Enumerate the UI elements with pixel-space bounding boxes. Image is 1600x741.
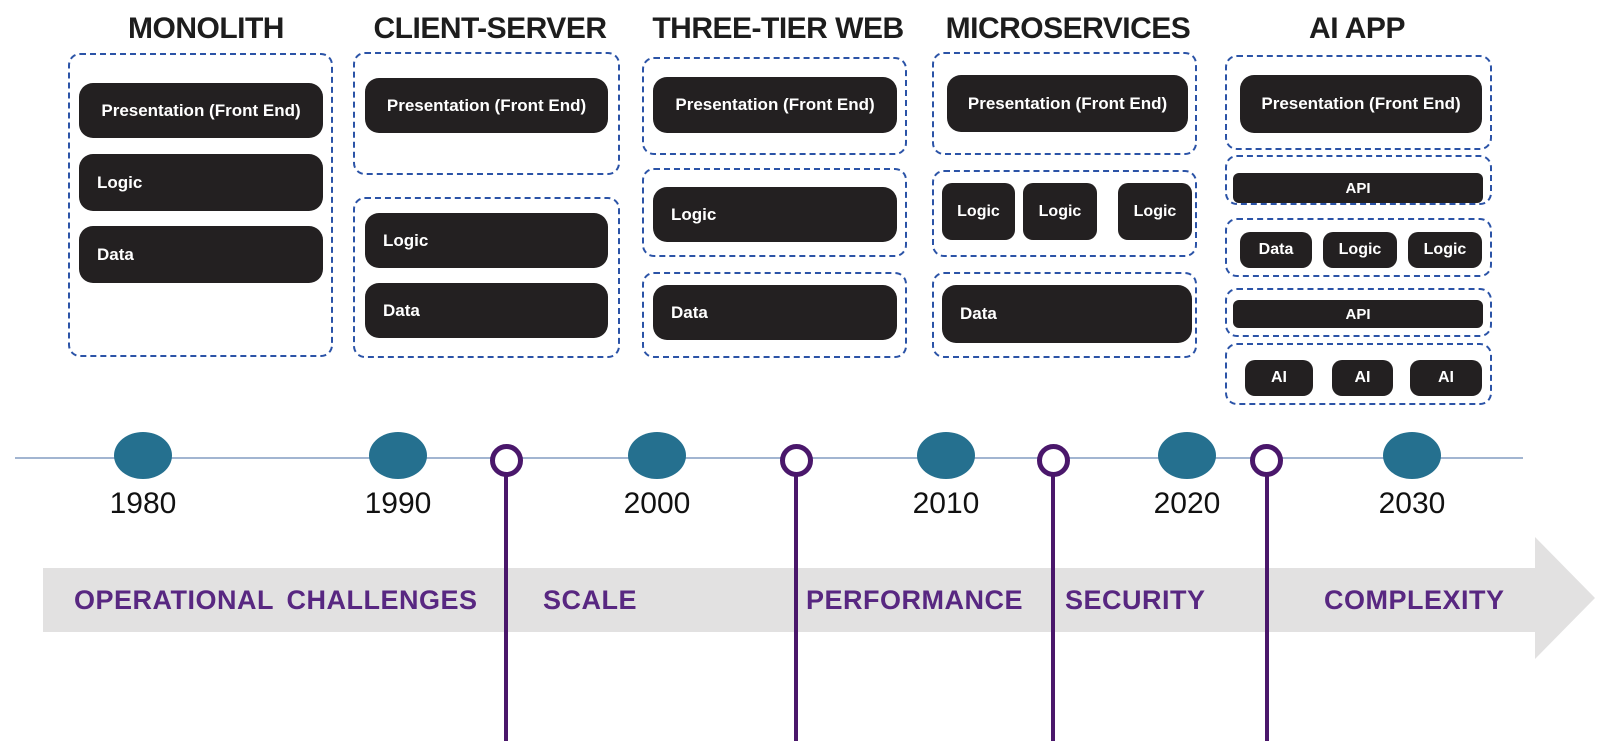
block-label: Data [671,302,708,322]
challenge-marker-line-security [1051,476,1055,741]
challenge-marker-ring-performance [780,444,813,477]
block-label: Data [960,304,997,323]
block-label: Logic [383,230,429,250]
arch-title-three-tier-web: THREE-TIER WEB [652,12,904,45]
block-label: Presentation (Front End) [675,95,875,114]
monolith-data-block: Data [79,226,323,283]
ai-app-ai-container [1225,343,1492,405]
microservices-data-container [932,272,1197,358]
client-server-client-container [353,52,620,175]
ai-app-logic-block-1: Logic [1323,232,1397,268]
block-label: Presentation (Front End) [101,100,301,120]
microservices-logic-block-2: Logic [1023,183,1097,240]
microservices-presentation-block: Presentation (Front End) [947,75,1188,132]
block-label: Logic [1038,202,1082,220]
block-label: AI [1271,369,1287,386]
ai-app-ai-block-2: AI [1332,360,1393,396]
arch-title-microservices: MICROSERVICES [945,12,1191,45]
ai-app-logic-block-2: Logic [1408,232,1482,268]
ai-app-services-container [1225,218,1492,277]
block-label: Logic [671,204,717,224]
ai-app-api-bar-1: API [1233,173,1483,203]
block-label: Logic [1133,202,1177,220]
challenge-label-scale: SCALE [543,585,638,615]
block-label: Logic [1338,241,1382,258]
year-label-2030: 2030 [1378,487,1446,520]
challenge-marker-line-performance [794,476,798,741]
challenge-marker-ring-security [1037,444,1070,477]
timeline-dot-2000 [628,432,686,479]
ai-app-ai-block-1: AI [1245,360,1313,396]
monolith-container [68,53,333,357]
timeline-dot-2020 [1158,432,1216,479]
three-tier-data-block: Data [653,285,897,340]
year-label-1990: 1990 [364,487,432,520]
challenge-marker-line-scale [504,476,508,741]
client-server-logic-block: Logic [365,213,608,268]
year-label-2020: 2020 [1153,487,1221,520]
year-label-2010: 2010 [912,487,980,520]
client-server-data-block: Data [365,283,608,338]
ai-app-presentation-block: Presentation (Front End) [1240,75,1482,133]
challenge-label-performance: PERFORMANCE [806,585,1024,615]
microservices-data-block: Data [942,285,1192,343]
challenge-label-complexity: COMPLEXITY [1324,585,1505,615]
ai-app-ai-block-3: AI [1410,360,1482,396]
block-label: API [1345,179,1371,197]
microservices-logic-block-3: Logic [1118,183,1192,240]
timeline-dot-2010 [917,432,975,479]
ai-app-api-container-2 [1225,288,1492,337]
block-label: Presentation (Front End) [967,93,1168,113]
challenges-arrow-head [1535,537,1595,659]
block-label: AI [1354,369,1371,386]
three-tier-logic-block: Logic [653,187,897,242]
ai-app-api-bar-2: API [1233,300,1483,328]
client-server-server-container [353,197,620,358]
client-server-presentation-block: Presentation (Front End) [365,78,608,133]
ai-app-data-block: Data [1240,232,1312,268]
three-tier-presentation-container [642,57,907,155]
challenge-marker-ring-scale [490,444,523,477]
monolith-logic-block: Logic [79,154,323,211]
timeline-dot-1990 [369,432,427,479]
challenge-marker-line-complexity [1265,476,1269,741]
microservices-logic-container [932,170,1197,257]
timeline-axis [15,457,1523,459]
block-label: Logic [957,202,1000,220]
block-label: Presentation (Front End) [1261,94,1461,113]
year-label-1980: 1980 [109,487,177,520]
challenge-label-operational-challenges: OPERATIONAL CHALLENGES [74,585,478,615]
three-tier-data-container [642,272,907,358]
ai-app-api-container-1 [1225,155,1492,205]
block-label: Data [1258,241,1294,258]
arch-title-monolith: MONOLITH [128,12,284,45]
block-label: Presentation (Front End) [386,95,587,115]
timeline-dot-1980 [114,432,172,479]
block-label: Data [383,300,420,320]
challenge-label-security: SECURITY [1065,585,1206,615]
block-label: Data [97,244,134,264]
timeline-dot-2030 [1383,432,1441,479]
microservices-presentation-container [932,52,1197,155]
challenges-arrow-body [43,568,1535,632]
arch-title-ai-app: AI APP [1309,12,1405,45]
microservices-logic-block-1: Logic [942,183,1015,240]
block-label: AI [1438,369,1454,386]
block-label: Logic [97,172,143,192]
block-label: Logic [1423,241,1467,258]
challenge-marker-ring-complexity [1250,444,1283,477]
three-tier-logic-container [642,168,907,257]
block-label: API [1345,305,1371,323]
three-tier-presentation-block: Presentation (Front End) [653,77,897,133]
arch-title-client-server: CLIENT-SERVER [373,12,608,45]
monolith-presentation-block: Presentation (Front End) [79,83,323,138]
ai-app-presentation-container [1225,55,1492,150]
year-label-2000: 2000 [623,487,691,520]
